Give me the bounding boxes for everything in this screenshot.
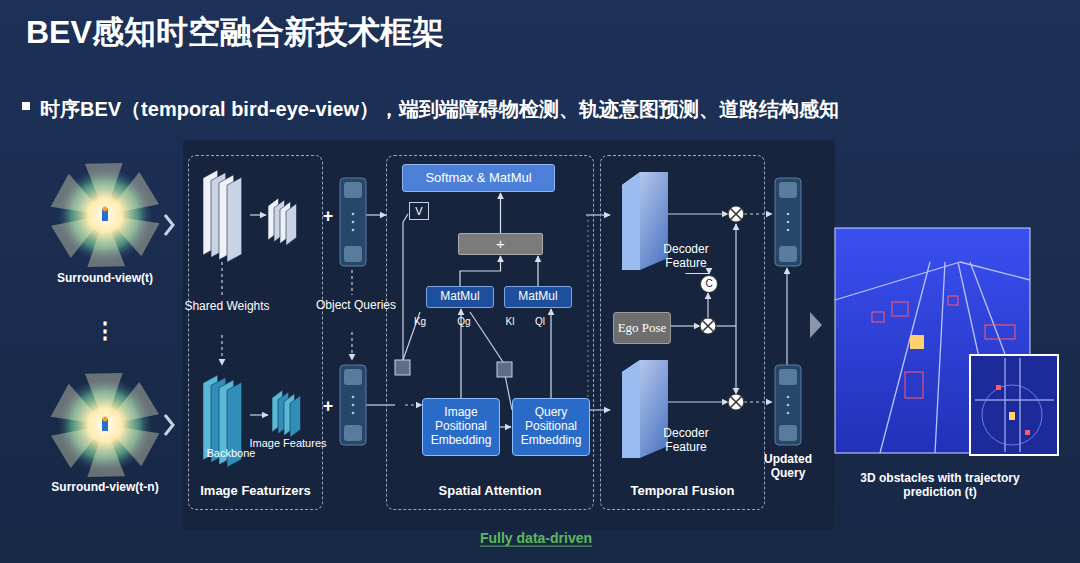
label: Surround-view(t-n) [51, 481, 158, 495]
process-box: Query Positional Embedding [512, 398, 590, 456]
connector [686, 273, 709, 274]
label: Qg [457, 316, 470, 328]
node-text: Softmax & MatMul [425, 171, 531, 186]
caption: Fully data-driven [480, 530, 592, 546]
label: Kl [506, 316, 515, 328]
title: BEV感知时空融合新技术框架 [26, 14, 444, 51]
process-box: + [458, 233, 543, 255]
label: ⋮ [94, 318, 116, 343]
node-text: + [496, 235, 505, 252]
process-box: Decoder Feature [649, 425, 723, 457]
connector [460, 256, 501, 286]
node-text: Image Positional Embedding [423, 406, 499, 447]
node-text: C [705, 278, 712, 290]
group-box: Temporal FusionDecoder FeatureCEgo PoseD… [600, 155, 765, 510]
process-box: Image Positional Embedding [422, 398, 500, 456]
label: Image Features [243, 437, 333, 450]
process-box: MatMul [426, 286, 494, 308]
label: Kg [414, 316, 426, 328]
connector [537, 256, 538, 286]
node-text: Spatial Attention [439, 484, 542, 509]
node-text: Query Positional Embedding [513, 406, 589, 447]
label: 3D obstacles with trajectory prediction … [845, 472, 1035, 500]
node-text: Temporal Fusion [631, 484, 735, 509]
concat-circle: C [700, 275, 718, 293]
camera-burst [51, 163, 160, 267]
connector [500, 193, 501, 233]
label: Surround-view(t) [57, 272, 153, 286]
process-box: Ego Pose [613, 312, 671, 344]
process-box: Softmax & MatMul [402, 164, 555, 192]
bullet [22, 102, 30, 110]
process-box: Decoder Feature [649, 241, 723, 273]
connector [500, 426, 511, 427]
node-text: MatMul [518, 290, 557, 304]
label: Backbone [207, 447, 256, 460]
process-box: MatMul [504, 286, 572, 308]
node-text: Ego Pose [618, 321, 667, 336]
connector [550, 309, 551, 398]
label: + [323, 396, 334, 417]
group-box: Spatial Attention Softmax & MatMulV + MatMu… [386, 155, 594, 510]
node-text: V [415, 205, 422, 218]
node-text: Decoder Feature [649, 427, 723, 455]
subtitle: 时序BEV（temporal bird-eye-view），端到端障碍物检测、轨… [40, 98, 839, 121]
label: Shared Weights [182, 300, 272, 314]
node-text: Image Featurizers [200, 484, 311, 509]
node-text: MatMul [440, 290, 479, 304]
label: Updated Query [756, 453, 820, 481]
label: Ql [535, 316, 545, 328]
process-box: V [409, 202, 429, 220]
label: Object Queries [311, 299, 401, 313]
node-text: Decoder Feature [649, 243, 723, 271]
label: + [323, 206, 334, 227]
camera-burst [51, 373, 160, 477]
